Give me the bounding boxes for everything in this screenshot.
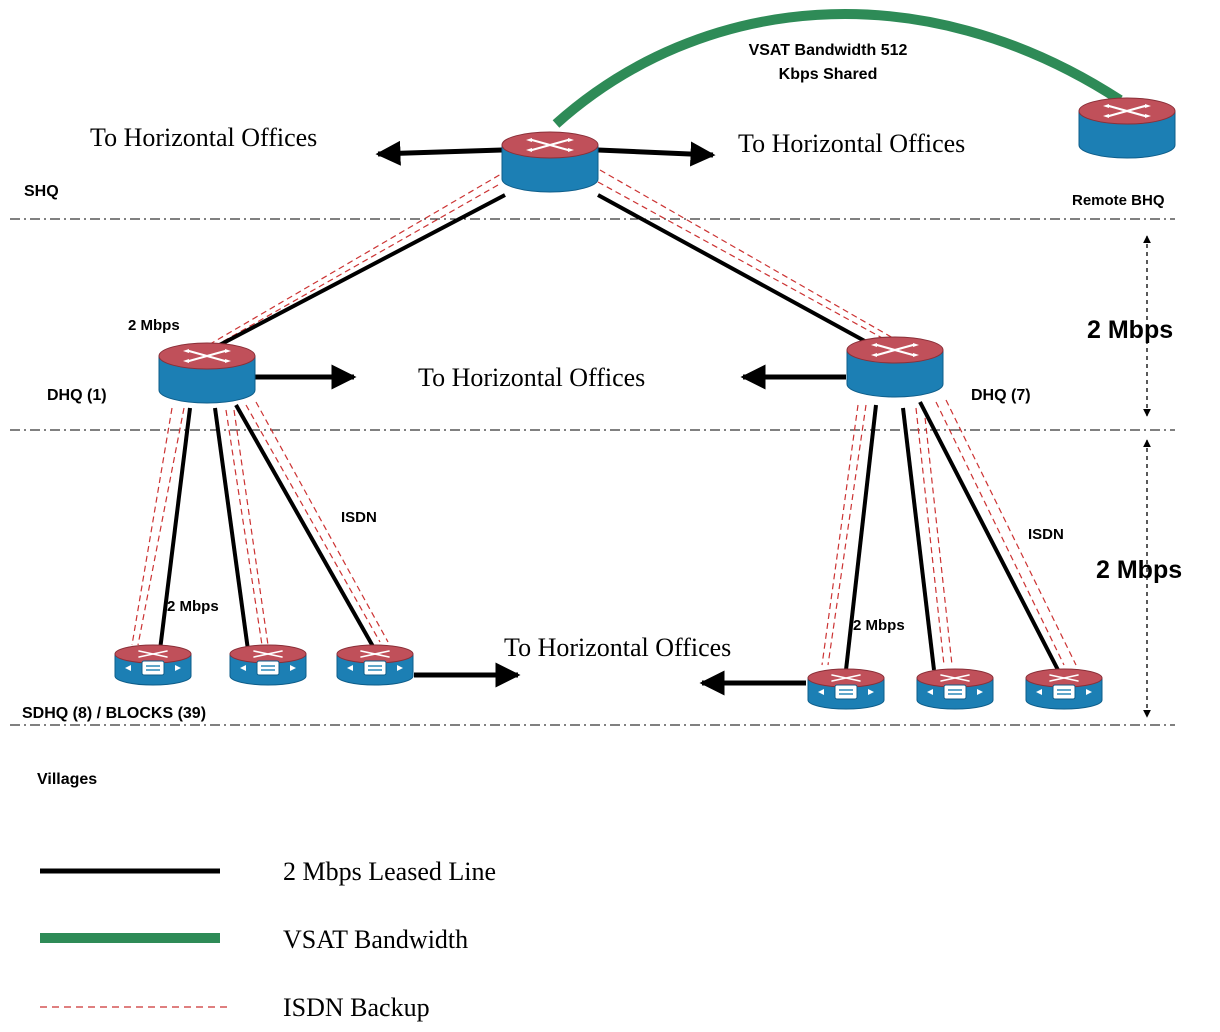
block-router-left-2 — [229, 644, 307, 686]
leased-link — [158, 407, 192, 651]
legend-label-isdn: ISDN Backup — [283, 993, 430, 1022]
isdn-link — [597, 181, 896, 346]
vsat-title-line-1: VSAT Bandwidth 512 — [749, 42, 908, 59]
node-label-dhq-right: DHQ (7) — [971, 387, 1031, 404]
isdn-link — [207, 184, 499, 351]
isdn-link — [255, 401, 389, 643]
level-dividers — [10, 218, 1175, 726]
isdn-link — [945, 399, 1077, 666]
link-speed-label: 2 Mbps — [853, 617, 905, 634]
leased-link — [901, 407, 936, 671]
scale-label-upper: 2 Mbps — [1087, 316, 1173, 344]
isdn-link — [245, 404, 381, 643]
legend: 2 Mbps Leased Line VSAT Bandwidth ISDN B… — [40, 857, 496, 1022]
isdn-link — [233, 409, 269, 646]
isdn-link — [131, 407, 173, 646]
level-label-sdhq-blocks: SDHQ (8) / BLOCKS (39) — [22, 705, 206, 722]
isdn-label: ISDN — [1028, 526, 1064, 543]
isdn-link — [923, 407, 953, 666]
isdn-backup-links — [131, 169, 1077, 666]
isdn-link — [827, 404, 867, 666]
vsat-link — [552, 9, 1123, 128]
block-router-left-3 — [336, 644, 414, 686]
horizontal-offices-label: To Horizontal Offices — [418, 363, 645, 392]
isdn-link — [599, 169, 901, 343]
leased-link — [209, 193, 506, 352]
block-router-right-1 — [807, 668, 885, 710]
dhq-left-router — [157, 341, 257, 405]
isdn-label: ISDN — [341, 509, 377, 526]
leased-link — [234, 404, 377, 651]
block-router-right-3 — [1025, 668, 1103, 710]
scale-label-lower: 2 Mbps — [1096, 556, 1182, 584]
node-label-remote-bhq: Remote BHQ — [1072, 192, 1165, 209]
block-router-left-1 — [114, 644, 192, 686]
remote-bhq-router — [1077, 96, 1177, 160]
legend-label-leased: 2 Mbps Leased Line — [283, 857, 496, 886]
isdn-link — [935, 401, 1065, 666]
dhq-right-router — [845, 335, 945, 399]
isdn-link — [137, 407, 185, 646]
level-label-shq: SHQ — [24, 183, 59, 200]
shq-router — [500, 130, 600, 194]
vsat-title-line-2: Kbps Shared — [779, 66, 878, 83]
leased-link — [844, 404, 878, 671]
leased-link — [597, 193, 873, 347]
leased-link — [918, 401, 1060, 671]
level-label-villages: Villages — [37, 771, 97, 788]
horizontal-offices-label: To Horizontal Offices — [738, 129, 965, 158]
leased-link — [213, 407, 250, 651]
arrow-left-top — [375, 140, 503, 166]
isdn-link — [204, 169, 509, 348]
block-router-right-2 — [916, 668, 994, 710]
leased-links — [158, 193, 1060, 671]
link-speed-label: 2 Mbps — [128, 317, 180, 334]
horizontal-offices-label: To Horizontal Offices — [504, 633, 731, 662]
link-speed-label: 2 Mbps — [167, 598, 219, 615]
isdn-link — [821, 404, 859, 666]
horizontal-arrows — [254, 140, 846, 696]
legend-label-vsat: VSAT Bandwidth — [283, 925, 468, 954]
horizontal-offices-label: To Horizontal Offices — [90, 123, 317, 152]
isdn-link — [915, 407, 945, 666]
node-label-dhq-left: DHQ (1) — [47, 387, 107, 404]
arrow-right-top — [597, 141, 716, 167]
